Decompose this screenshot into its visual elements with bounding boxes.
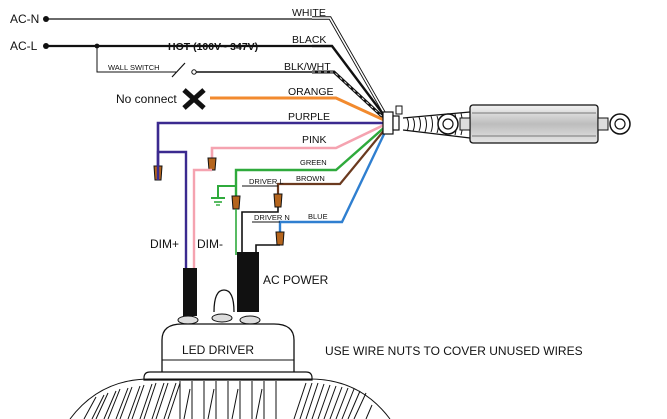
dim-minus-label: DIM-: [197, 237, 223, 251]
pink-wire: [210, 122, 387, 158]
wire-label-purple: PURPLE: [288, 111, 330, 123]
driver-n-label: DRIVER N: [254, 213, 290, 222]
driver-l-label: DRIVER L: [249, 177, 284, 186]
wire-label-blk-wht: BLK/WHT: [284, 61, 331, 73]
wire-label-brown: BROWN: [296, 174, 325, 183]
ac-cable-sleeve: [237, 252, 259, 312]
wire-nut-pink: [207, 157, 217, 171]
ac-n-line: [43, 16, 312, 22]
wire-nut-brown: [273, 193, 283, 208]
ac-n-label: AC-N: [10, 12, 39, 26]
dim-cable-sleeve: [183, 268, 197, 316]
purple-wire: [156, 121, 386, 166]
led-driver-label: LED DRIVER: [182, 343, 254, 357]
blk-wht-wire: [312, 70, 388, 122]
heatsink: [69, 378, 391, 419]
hot-label: HOT (100V~ 347V): [168, 41, 258, 53]
ac-l-label: AC-L: [10, 39, 38, 53]
ground-icon: [211, 185, 236, 206]
ac-leads: [235, 185, 280, 255]
led-driver-housing: [143, 289, 313, 381]
wire-label-pink: PINK: [302, 134, 327, 146]
white-wire: [312, 16, 388, 117]
orange-wire: [210, 96, 387, 123]
green-wire: [234, 125, 387, 196]
dim-leads: [156, 150, 212, 285]
wire-connector: [382, 105, 403, 135]
wire-label-white: WHITE: [292, 7, 326, 19]
wire-nut-blue: [275, 231, 285, 246]
wire-nut-green: [231, 195, 241, 210]
wall-switch-label: WALL SWITCH: [108, 63, 160, 72]
ac-l-line: [43, 43, 312, 78]
brown-wire: [276, 127, 387, 194]
dim-plus-label: DIM+: [150, 237, 179, 251]
black-wire: [312, 44, 387, 119]
unused-wires-note: USE WIRE NUTS TO COVER UNUSED WIRES: [325, 344, 583, 358]
no-connect-cross-icon: [182, 88, 206, 110]
wire-label-blue: BLUE: [308, 212, 328, 221]
wire-label-black: BLACK: [292, 34, 326, 46]
led-driver-box: [437, 104, 631, 144]
blue-wire: [278, 129, 388, 232]
ac-power-label: AC POWER: [263, 273, 329, 287]
wire-label-orange: ORANGE: [288, 86, 334, 98]
no-connect-label: No connect: [116, 92, 177, 106]
wire-label-green: GREEN: [300, 158, 327, 167]
